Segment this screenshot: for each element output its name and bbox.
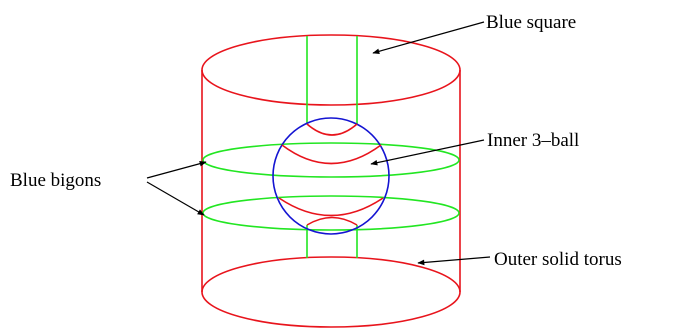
green-curves — [202, 36, 460, 258]
label-outer-torus: Outer solid torus — [494, 249, 622, 270]
label-blue-square: Blue square — [486, 12, 576, 33]
inner-arc-lower-middle — [278, 197, 384, 217]
arrows — [146, 21, 491, 266]
cylinder-bottom-ellipse — [201, 256, 461, 328]
arrow-inner-ball — [370, 139, 485, 166]
outer-cylinder — [201, 34, 461, 328]
upper-green-ellipse — [202, 142, 460, 178]
label-inner-ball: Inner 3–ball — [487, 130, 579, 151]
arrow-outer-torus — [417, 256, 491, 266]
arrow-bigon-upper — [146, 160, 207, 179]
lower-green-ellipse — [202, 195, 460, 231]
inner-red-arcs — [278, 123, 384, 226]
label-blue-bigons: Blue bigons — [10, 170, 101, 191]
arrow-bigon-lower — [146, 181, 205, 216]
inner-arc-upper-middle — [281, 144, 382, 165]
cylinder-top-ellipse — [201, 34, 461, 106]
arrow-blue-square — [372, 21, 485, 55]
inner-arc-top — [306, 123, 358, 136]
inner-arc-bottom — [306, 216, 358, 226]
inner-ball-circle — [272, 117, 390, 235]
